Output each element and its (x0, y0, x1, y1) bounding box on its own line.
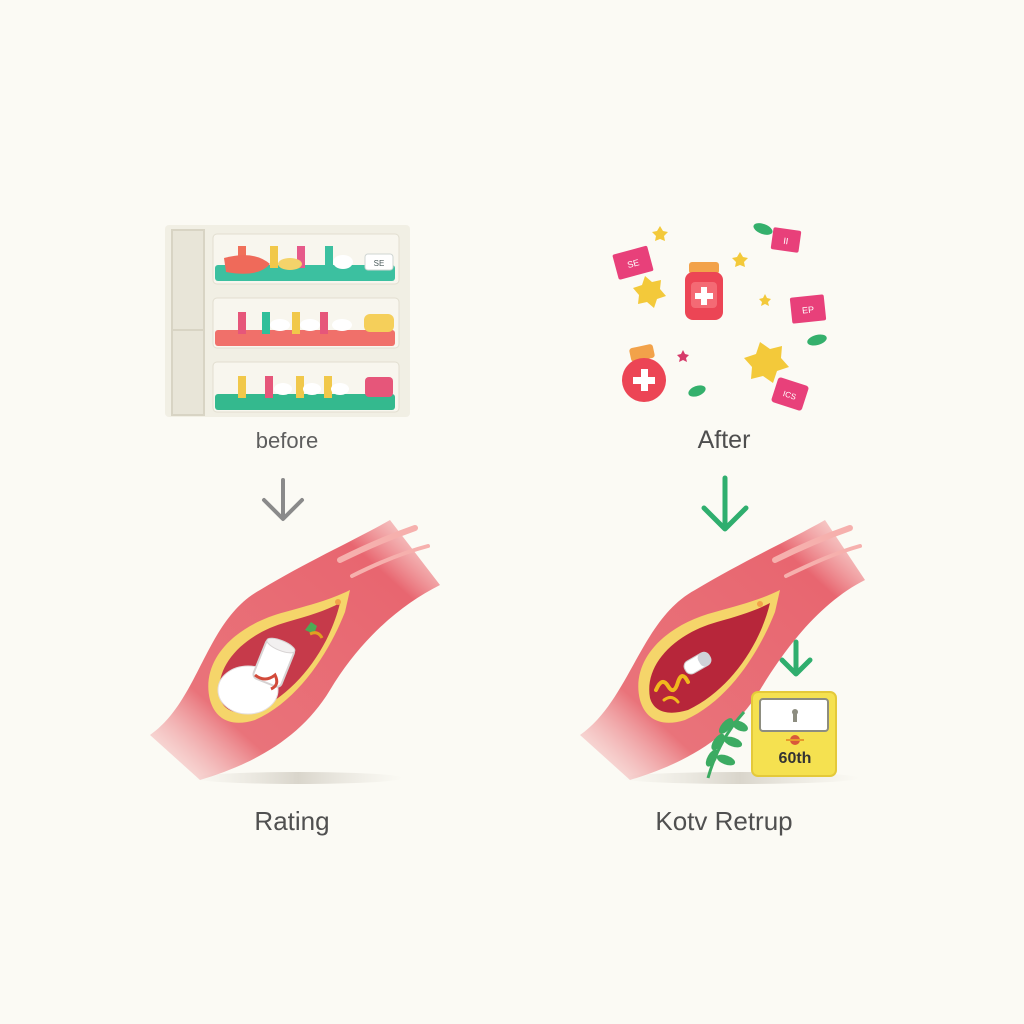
tray-shelf-3 (212, 361, 400, 413)
left-caption: Rating (254, 806, 330, 836)
medicine-bottle-icon (685, 262, 723, 320)
medicine-tag-1: SE (612, 245, 654, 280)
blood-vessel-blocked-icon (150, 520, 440, 784)
after-label: After (697, 426, 751, 454)
arrow-down-icon-gray (262, 478, 304, 521)
medicine-tag-3: EP (789, 294, 827, 324)
green-capsule-3 (688, 385, 706, 397)
svg-text:SE: SE (626, 257, 640, 270)
blood-vessel-treated-icon (580, 520, 865, 784)
medicine-tag-2: II (770, 227, 802, 253)
svg-text:EP: EP (802, 304, 815, 315)
leaf-sprig-icon (705, 711, 748, 779)
medicine-bottle-round-icon (622, 344, 666, 402)
tray-tag-text: SE (374, 259, 385, 268)
pill-organizer-icon: SE (165, 225, 410, 417)
result-badge: 60th (751, 691, 837, 777)
before-label: before (255, 428, 319, 453)
star-pill-1 (633, 276, 666, 308)
scattered-medication-icons: SE II EP ICS (612, 223, 827, 411)
star-small-3 (759, 294, 771, 306)
badge-value: 60th (779, 750, 812, 767)
star-pill-2 (744, 342, 789, 383)
star-small-pink (677, 350, 689, 362)
svg-text:II: II (783, 236, 789, 247)
green-capsule-2 (807, 334, 827, 346)
green-capsule-1 (753, 223, 773, 235)
right-caption: Kotv Retrup (655, 806, 793, 836)
svg-text:ICS: ICS (782, 389, 797, 402)
star-small-2 (732, 252, 748, 267)
medicine-tag-4: ICS (771, 377, 809, 411)
star-small-1 (652, 226, 668, 241)
tray-shelf-2 (212, 297, 400, 349)
tray-shelf-1: SE (212, 233, 400, 285)
arrow-down-icon-green (701, 475, 749, 532)
arrow-down-icon-small-green (779, 639, 813, 677)
